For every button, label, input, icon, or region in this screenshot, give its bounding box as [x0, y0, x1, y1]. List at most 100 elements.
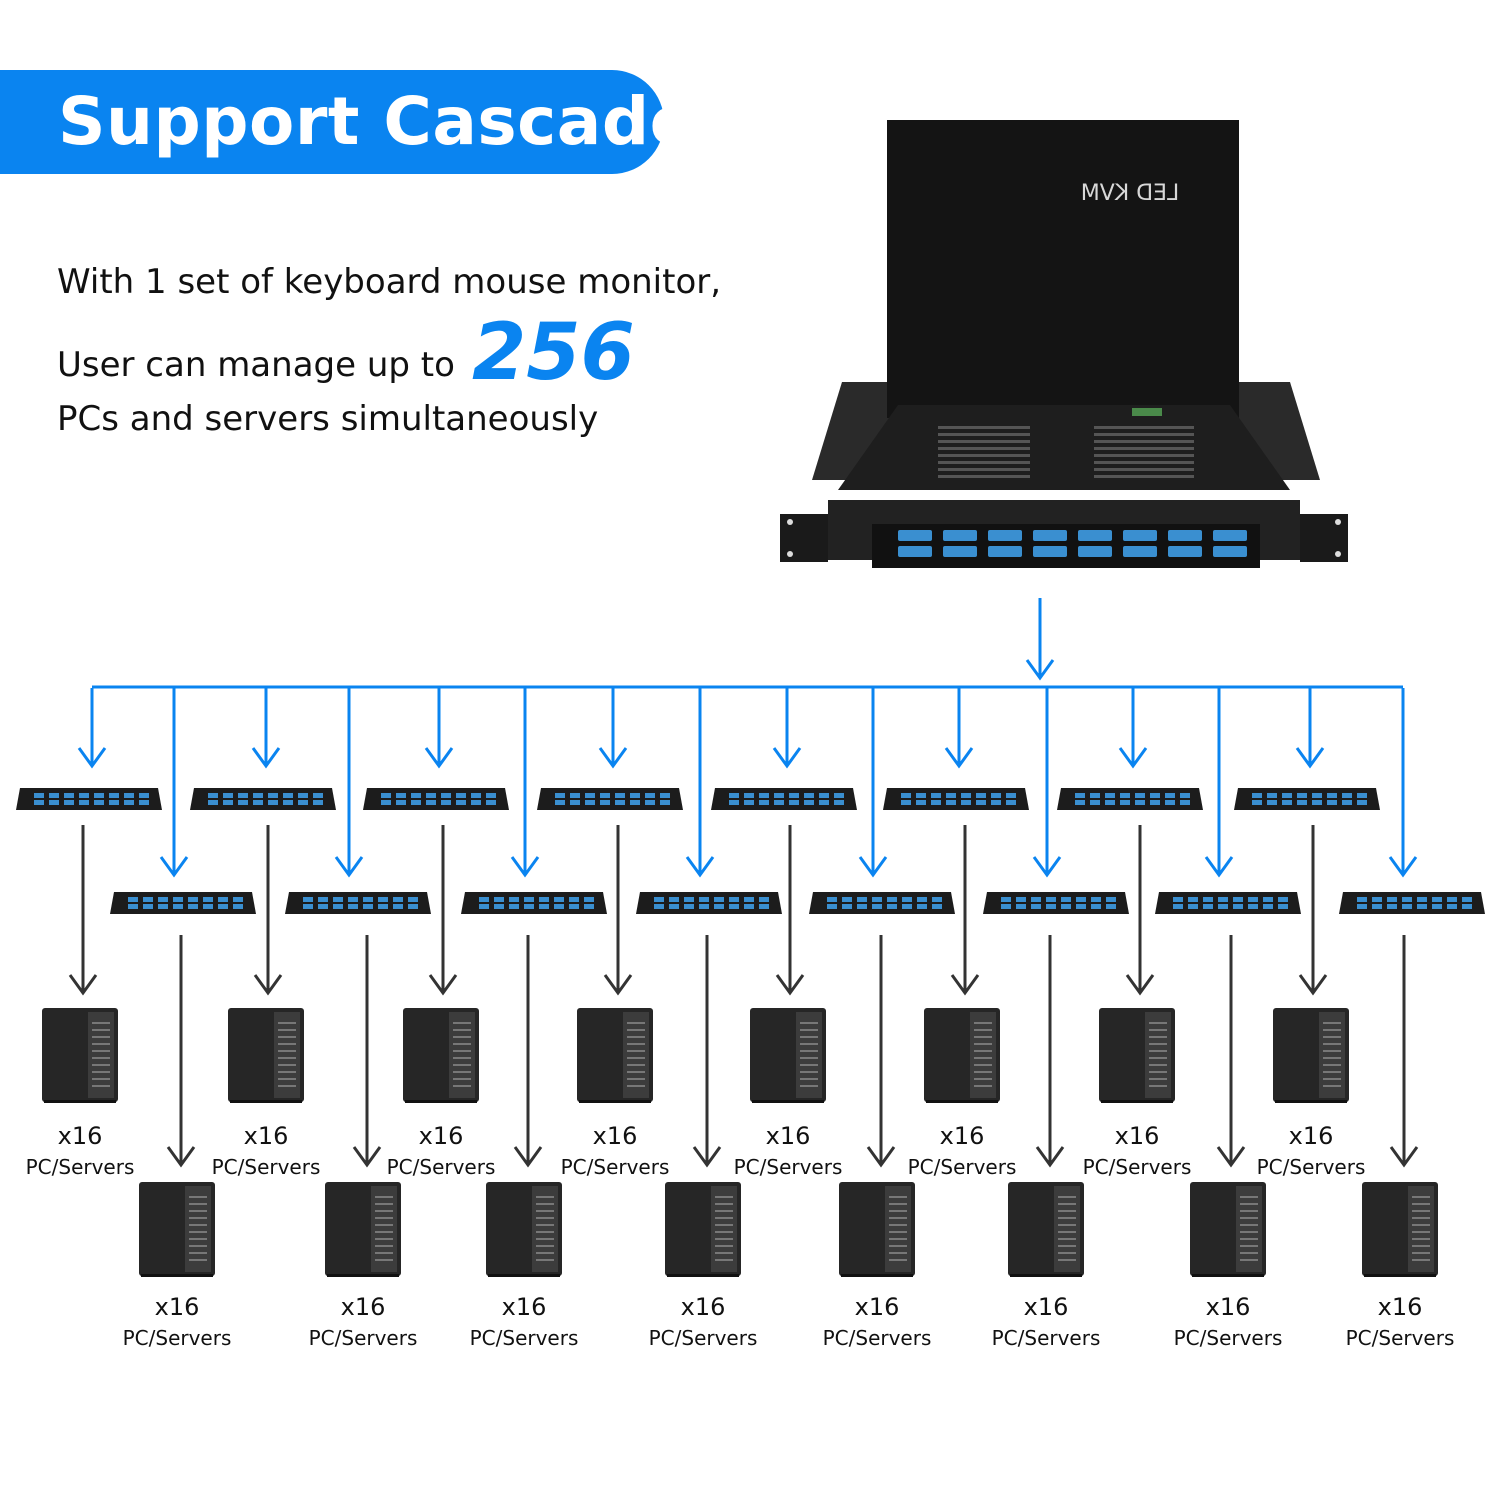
server-vent-slot — [453, 1050, 471, 1052]
kvm-port — [946, 800, 956, 805]
kvm-port — [1218, 904, 1228, 909]
server-vent-slot — [715, 1217, 733, 1219]
server-vent-slot — [974, 1050, 992, 1052]
kvm-port — [729, 897, 739, 902]
kvm-port — [283, 793, 293, 798]
server-base — [327, 1274, 399, 1277]
server-label: PC/Servers — [212, 1155, 321, 1179]
server-front-panel — [88, 1012, 114, 1098]
kvm-port — [789, 793, 799, 798]
kvm-port — [774, 793, 784, 798]
kvm-port — [1091, 897, 1101, 902]
kvm-switch-body — [636, 892, 782, 914]
kvm-switch-body — [285, 892, 431, 914]
kvm-port — [991, 800, 1001, 805]
server-vent-slot — [1058, 1245, 1076, 1247]
kvm-port — [79, 793, 89, 798]
kvm-port — [1061, 904, 1071, 909]
server-vent-slot — [92, 1022, 110, 1024]
server-vent-slot — [800, 1085, 818, 1087]
server-vent-slot — [974, 1064, 992, 1066]
server-label: PC/Servers — [1257, 1155, 1366, 1179]
kvm-port — [411, 800, 421, 805]
server-vent-slot — [627, 1036, 645, 1038]
server-front-panel — [1408, 1186, 1434, 1272]
kvm-port — [630, 793, 640, 798]
server-vent-slot — [453, 1057, 471, 1059]
server-label: PC/Servers — [734, 1155, 843, 1179]
branch-arrowhead — [858, 856, 888, 878]
kvm-port — [932, 897, 942, 902]
server-vent-slot — [1240, 1196, 1258, 1198]
server-vent-slot — [189, 1252, 207, 1254]
server-vent-slot — [1149, 1029, 1167, 1031]
kvm-port — [1402, 904, 1412, 909]
kvm-port — [1263, 897, 1273, 902]
server-vent-slot — [536, 1245, 554, 1247]
kvm-port — [49, 793, 59, 798]
kvm-port — [842, 904, 852, 909]
kvm-port — [1297, 800, 1307, 805]
kvm-switch-body — [1339, 892, 1485, 914]
kvm-port — [208, 793, 218, 798]
server-base — [1192, 1274, 1264, 1277]
kvm-port — [1387, 904, 1397, 909]
kvm-port — [109, 793, 119, 798]
server-vent-slot — [715, 1252, 733, 1254]
server-vent-slot — [1323, 1085, 1341, 1087]
server-vent-slot — [278, 1071, 296, 1073]
console-port — [988, 530, 1022, 541]
kvm-port — [381, 793, 391, 798]
kvm-port — [1357, 897, 1367, 902]
kvm-port — [348, 904, 358, 909]
kvm-switch-body — [363, 788, 509, 810]
server-vent-slot — [453, 1029, 471, 1031]
server-count: x16 — [1378, 1293, 1423, 1321]
server-base — [1010, 1274, 1082, 1277]
kvm-port — [1233, 904, 1243, 909]
kvm-port — [916, 800, 926, 805]
kvm-switch-body — [983, 892, 1129, 914]
console-port — [1168, 530, 1202, 541]
server-count: x16 — [1206, 1293, 1251, 1321]
server-vent-slot — [375, 1224, 393, 1226]
kvm-port — [759, 793, 769, 798]
server-count: x16 — [1024, 1293, 1069, 1321]
kvm-port — [1173, 897, 1183, 902]
kvm-port — [1150, 800, 1160, 805]
kvm-port — [569, 897, 579, 902]
kvm-switch-body — [711, 788, 857, 810]
server-vent-slot — [1149, 1085, 1167, 1087]
server-vent-slot — [536, 1196, 554, 1198]
kvm-port — [471, 800, 481, 805]
kvm-port — [699, 897, 709, 902]
server-vent-slot — [974, 1078, 992, 1080]
server-vent-slot — [974, 1057, 992, 1059]
kvm-port — [654, 897, 664, 902]
server-vent-slot — [1412, 1210, 1430, 1212]
kvm-switch-body — [883, 788, 1029, 810]
kvm-port — [1006, 793, 1016, 798]
server-vent-slot — [1323, 1064, 1341, 1066]
server-vent-slot — [375, 1259, 393, 1261]
kvm-port — [1357, 800, 1367, 805]
server-vent-slot — [715, 1210, 733, 1212]
kvm-port — [714, 904, 724, 909]
server-vent-slot — [800, 1050, 818, 1052]
kvm-port — [654, 904, 664, 909]
kvm-port — [774, 800, 784, 805]
kvm-port — [456, 800, 466, 805]
kvm-port — [396, 800, 406, 805]
kvm-port — [94, 800, 104, 805]
console-keyboard-tray — [838, 405, 1290, 490]
kvm-port — [238, 793, 248, 798]
kvm-port — [1106, 904, 1116, 909]
server-vent-slot — [189, 1238, 207, 1240]
banner-title: Support Cascade — [58, 83, 695, 160]
kvm-port — [1120, 793, 1130, 798]
kvm-port — [1006, 800, 1016, 805]
server-vent-slot — [1058, 1238, 1076, 1240]
